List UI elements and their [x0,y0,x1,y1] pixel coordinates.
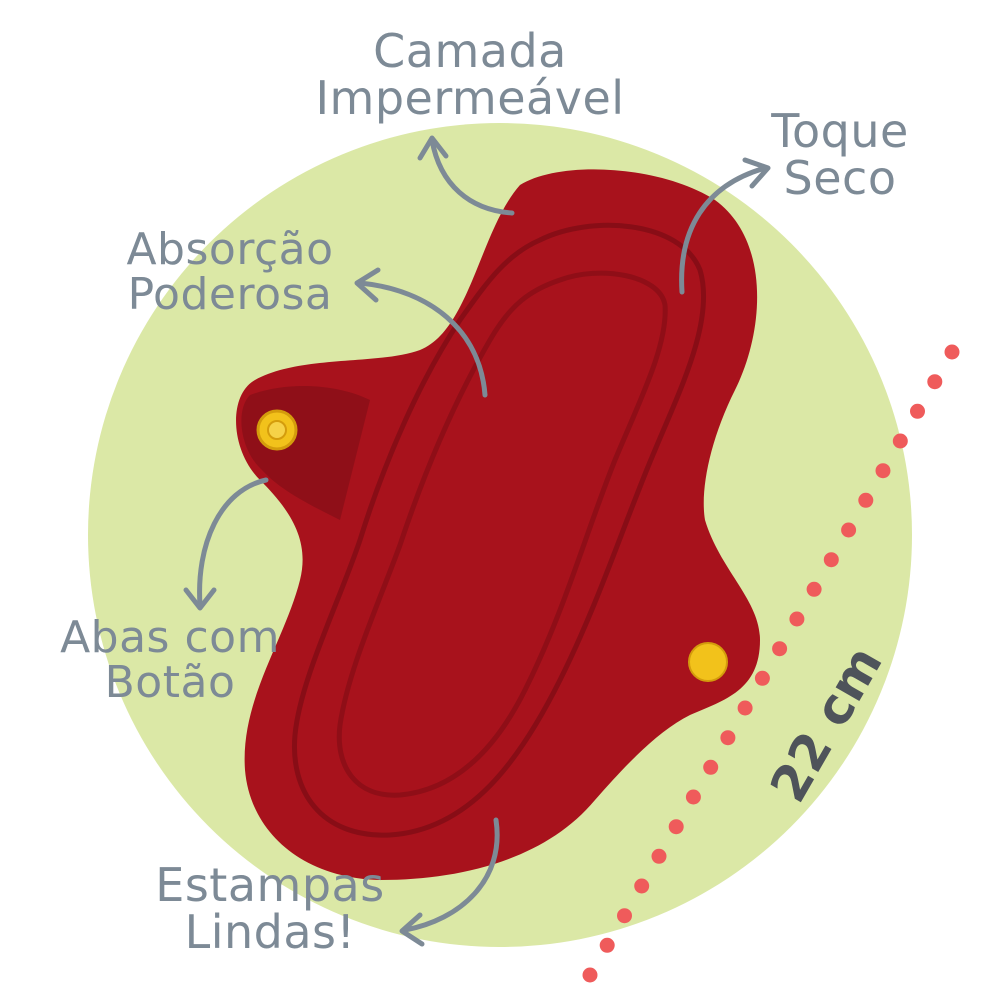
label-abas-line-2: Botão [104,656,236,708]
label-absorcao-line-2: Poderosa [127,268,333,320]
label-camada-line-2: Impermeável [315,70,625,125]
measurement-dot [823,552,839,568]
arrow-abas [183,477,269,611]
label-abas-com-botao: Abas com Botão [55,612,285,708]
label-toque-line-1: Toque [771,104,909,158]
label-toque-line-2: Seco [783,150,897,205]
measurement-dot [789,611,805,627]
cloth-pad [236,169,760,880]
measurement-dotted-line [582,344,960,983]
label-camada-impermeavel: Camada Impermeável [310,28,630,122]
measurement-dot [892,433,908,449]
arrow-estampas [399,817,500,947]
measurement-dot [806,581,822,597]
snap-button-right [688,642,728,682]
measurement-dot [910,403,925,419]
measurement-dot [720,730,736,746]
label-estampas-lindas: Estampas Lindas! [150,862,390,956]
pad-body [236,169,760,880]
arrow-absorcao [354,267,488,398]
measurement-dot [599,937,615,953]
measurement-dot [582,967,598,983]
measurement-dot [703,759,719,775]
snap-button-left-center [267,420,287,440]
label-toque-seco: Toque Seco [760,108,920,202]
label-camada-line-1: Camada [373,24,567,78]
label-abas-line-1: Abas com [60,612,280,663]
measurement-dot [651,848,667,864]
pad-inner-outline [291,222,707,838]
pad-core-outline [336,270,668,798]
measurement-dot [754,670,770,686]
measurement-dot [944,344,960,360]
measurement-dot [668,819,684,835]
label-absorcao-poderosa: Absorção Poderosa [115,224,345,320]
measurement-dot [772,641,788,657]
measurement-dot [737,700,753,716]
measurement-dot [841,522,857,538]
label-estampas-line-2: Lindas! [184,904,356,959]
measurement-dot [858,492,874,508]
label-estampas-line-1: Estampas [155,858,385,912]
measurement-dot [685,789,701,805]
measurement-dot [927,374,943,390]
arrow-toque [679,157,771,295]
measurement-dot [875,463,891,479]
measurement-dot [634,878,650,894]
measurement-dot [617,908,632,924]
arrow-camada [417,135,515,216]
label-absorcao-line-1: Absorção [126,224,334,275]
